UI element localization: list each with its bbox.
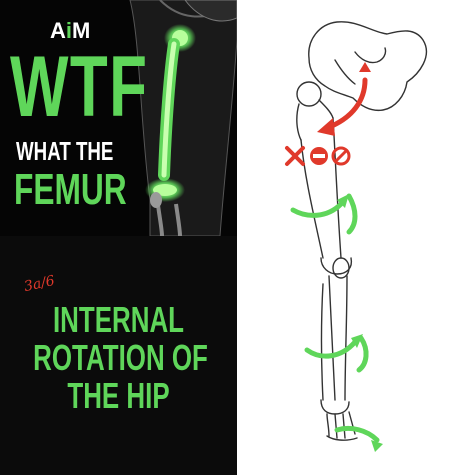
fibula [320, 283, 324, 401]
tibia [328, 275, 336, 401]
rotation-arrows [290, 193, 380, 443]
topic-title-line3: THE HIP [67, 375, 170, 416]
no-entry-icon [310, 147, 328, 165]
aim-logo: AiM [50, 18, 91, 43]
topic-panel [0, 236, 237, 475]
femur-bone [145, 24, 196, 202]
acronym-expansion-line1: WHAT THE [16, 136, 114, 166]
acronym-heading: WTF [10, 39, 149, 135]
acronym-expansion-line2: FEMUR [14, 165, 127, 214]
rotation-arrow-icon [317, 62, 371, 136]
title-panel: AiM WTF WHAT THE FEMUR [0, 0, 237, 236]
femur-shaft [300, 139, 324, 259]
topic-title-line1: INTERNAL [52, 299, 185, 340]
x-icon [285, 146, 305, 166]
femur-xray-illustration [129, 0, 237, 236]
leg-skeleton-diagram [285, 21, 428, 452]
anatomy-panel [237, 0, 474, 475]
patella [332, 257, 350, 279]
prohibited-icon [331, 146, 351, 166]
foot [326, 411, 356, 439]
femoral-head [296, 81, 322, 107]
topic-title-line2: ROTATION OF [33, 337, 208, 378]
pelvis [308, 21, 428, 112]
